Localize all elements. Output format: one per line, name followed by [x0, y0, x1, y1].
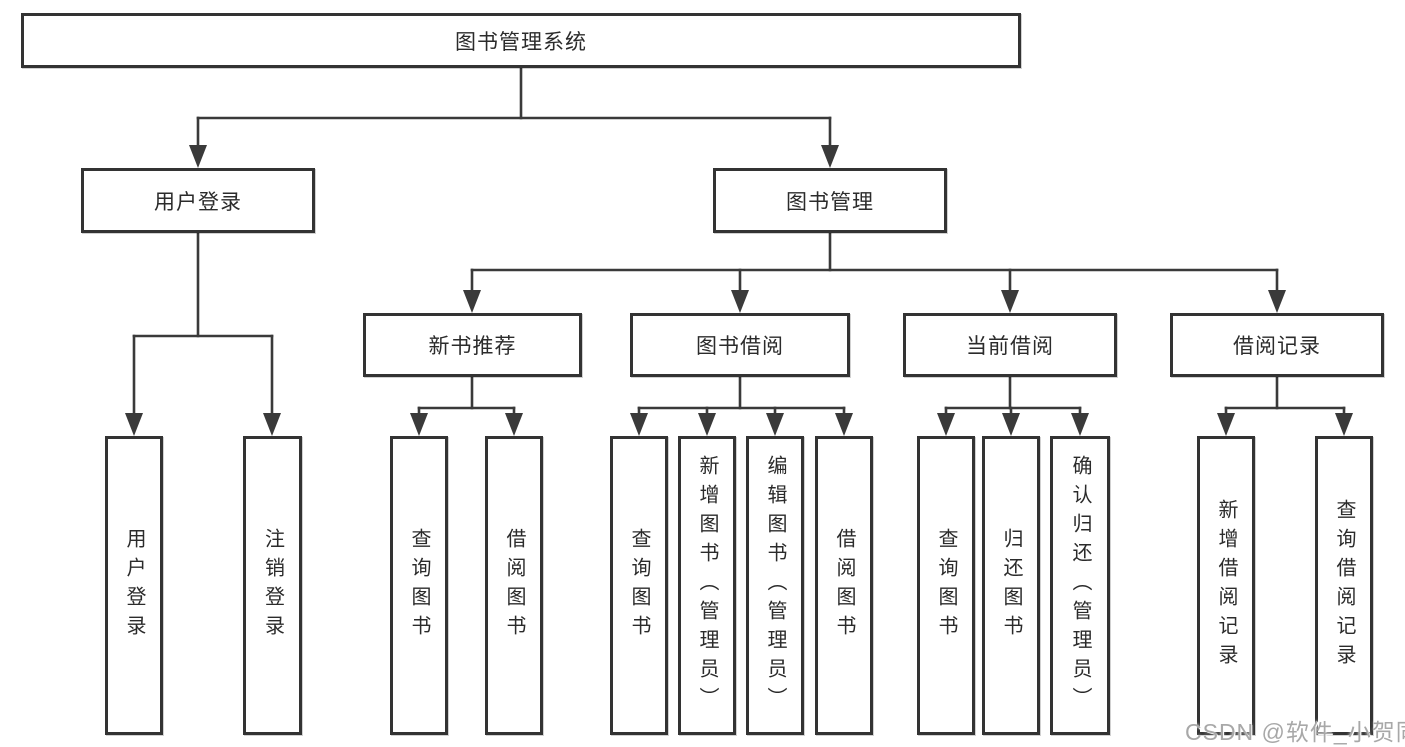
node-current-borrow-label: 当前借阅 — [966, 335, 1054, 358]
node-root-label: 图书管理系统 — [455, 30, 587, 54]
leaf-br-add-record-label: 新增借阅记录 — [1215, 498, 1237, 673]
leaf-bb-edit-book-admin-label: 编辑图书（管理员） — [764, 455, 786, 716]
leaf-cb-query-book: 查询图书 — [917, 436, 975, 735]
node-book-borrow-label: 图书借阅 — [696, 335, 784, 358]
node-user-login-label: 用户登录 — [154, 190, 242, 214]
leaf-user-login: 用户登录 — [105, 436, 163, 735]
leaf-bb-add-book-admin: 新增图书（管理员） — [678, 436, 736, 735]
leaf-user-login-label: 用户登录 — [123, 527, 145, 644]
node-book-management-label: 图书管理 — [786, 190, 874, 214]
node-borrow-record: 借阅记录 — [1170, 313, 1384, 377]
node-new-book-recommend-label: 新书推荐 — [428, 335, 517, 358]
node-book-borrow: 图书借阅 — [630, 313, 850, 377]
node-root: 图书管理系统 — [21, 13, 1021, 68]
leaf-cb-confirm-return-admin: 确认归还（管理员） — [1050, 436, 1110, 735]
leaf-bb-query-book-label: 查询图书 — [628, 527, 650, 644]
node-borrow-record-label: 借阅记录 — [1233, 335, 1321, 358]
leaf-bb-query-book: 查询图书 — [610, 436, 668, 735]
leaf-bb-edit-book-admin: 编辑图书（管理员） — [746, 436, 804, 735]
leaf-nb-query-book-label: 查询图书 — [408, 527, 430, 644]
leaf-br-add-record: 新增借阅记录 — [1197, 436, 1255, 735]
leaf-bb-borrow-book-label: 借阅图书 — [833, 527, 855, 644]
leaf-nb-borrow-book: 借阅图书 — [485, 436, 543, 735]
node-new-book-recommend: 新书推荐 — [363, 313, 582, 377]
leaf-cb-return-book-label: 归还图书 — [1000, 527, 1022, 644]
watermark-text: CSDN @软件_小贺同学 — [1185, 719, 1405, 745]
leaf-bb-add-book-admin-label: 新增图书（管理员） — [696, 455, 718, 716]
leaf-cb-query-book-label: 查询图书 — [935, 527, 957, 644]
node-user-login: 用户登录 — [81, 168, 315, 233]
leaf-logout-label: 注销登录 — [261, 527, 284, 644]
leaf-nb-query-book: 查询图书 — [390, 436, 448, 735]
leaf-br-query-record-label: 查询借阅记录 — [1333, 498, 1355, 673]
leaf-br-query-record: 查询借阅记录 — [1315, 436, 1373, 735]
leaf-bb-borrow-book: 借阅图书 — [815, 436, 873, 735]
node-current-borrow: 当前借阅 — [903, 313, 1117, 377]
leaf-cb-confirm-return-admin-label: 确认归还（管理员） — [1069, 455, 1091, 716]
leaf-nb-borrow-book-label: 借阅图书 — [503, 527, 525, 644]
node-book-management: 图书管理 — [713, 168, 947, 233]
leaf-cb-return-book: 归还图书 — [982, 436, 1040, 735]
leaf-logout: 注销登录 — [243, 436, 302, 735]
